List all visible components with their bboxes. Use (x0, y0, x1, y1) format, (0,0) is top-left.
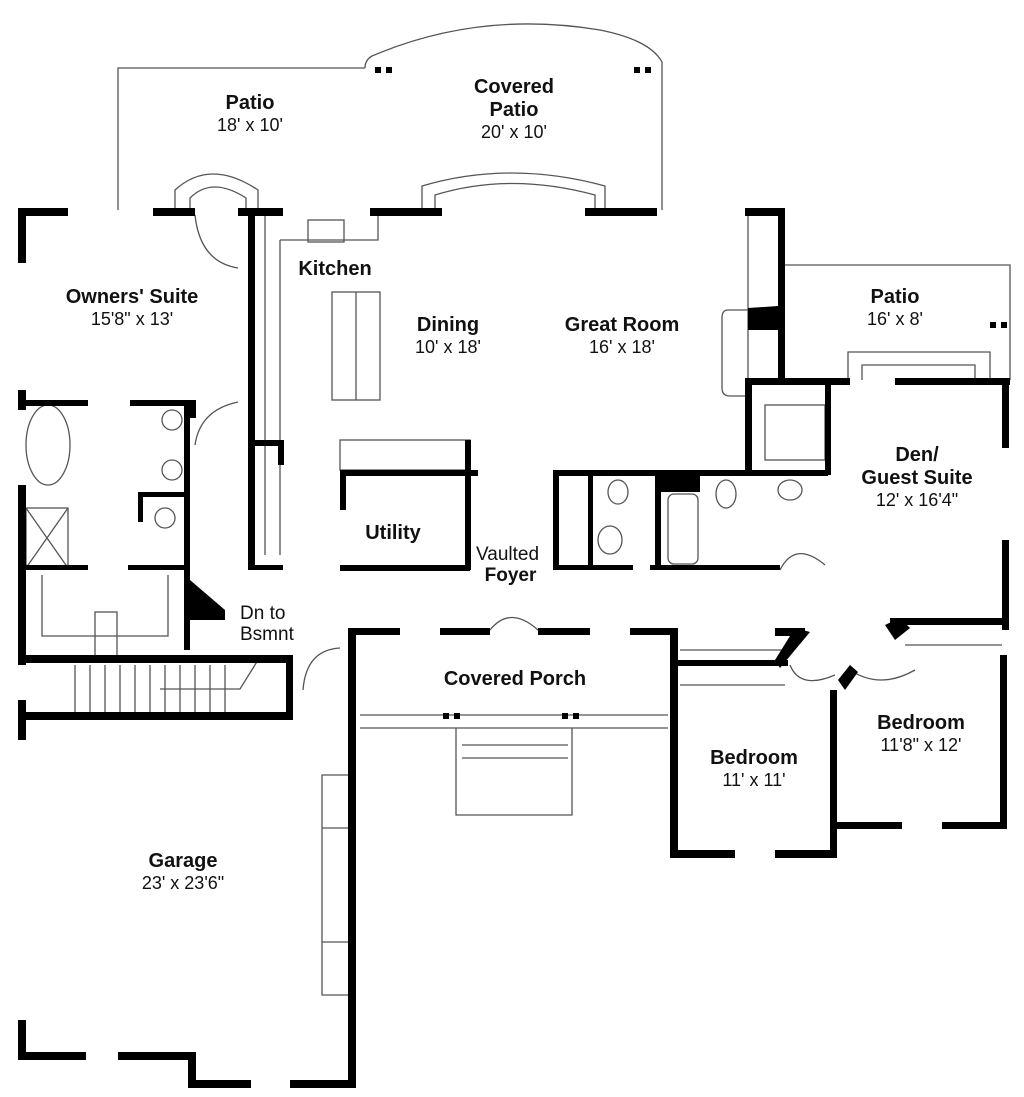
room-name: Covered Porch (443, 668, 587, 690)
room-name: Owners' Suite (65, 286, 199, 308)
room-name: Bedroom (877, 712, 965, 734)
room-name: Garage (148, 850, 218, 872)
room-bedroom-2: Bedroom 11'8" x 12' (877, 712, 965, 756)
room-garage: Garage 23' x 23'6" (142, 850, 224, 894)
room-dimensions: 16' x 8' (867, 309, 923, 329)
room-dimensions: 15'8" x 13' (90, 309, 174, 329)
room-name: Utility (365, 522, 421, 544)
room-bedroom-1: Bedroom 11' x 11' (710, 747, 798, 791)
room-name: Great Room (564, 314, 680, 336)
room-dimensions: 18' x 10' (217, 115, 283, 135)
room-covered-patio: Covered Patio 20' x 10' (474, 76, 554, 143)
room-name: Kitchen (298, 258, 372, 280)
columns (375, 67, 1007, 719)
room-dimensions: 12' x 16'4" (875, 490, 959, 510)
foyer-label: Vaulted Foyer (476, 544, 540, 587)
room-name: Patio (870, 286, 920, 308)
room-kitchen: Kitchen (298, 258, 371, 281)
room-name: Bedroom (710, 747, 798, 769)
stairs-line2: Bsmnt (240, 623, 294, 645)
outdoor-outlines (25, 23, 1011, 996)
room-dimensions: 23' x 23'6" (141, 873, 225, 893)
room-dimensions: 16' x 18' (589, 337, 655, 357)
room-great-room: Great Room 16' x 18' (565, 314, 679, 358)
room-dimensions: 10' x 18' (415, 337, 481, 357)
room-name: Guest Suite (861, 467, 973, 489)
room-name: Dining (416, 314, 480, 336)
room-owners-suite: Owners' Suite 15'8" x 13' (66, 286, 199, 330)
room-dimensions: 11' x 11' (722, 770, 786, 790)
room-patio-left: Patio 18' x 10' (217, 92, 283, 136)
room-dimensions: 20' x 10' (481, 122, 547, 142)
room-patio-right: Patio 16' x 8' (867, 286, 923, 330)
stairs-label: Dn to Bsmnt (240, 603, 294, 646)
room-name: Patio (225, 92, 275, 114)
foyer-line1: Vaulted (476, 544, 540, 565)
foyer-line2: Foyer (484, 564, 537, 586)
room-name: Den/ (895, 444, 939, 466)
room-covered-porch: Covered Porch (444, 668, 586, 691)
room-dimensions: 11'8" x 12' (880, 735, 962, 755)
stairs-line1: Dn to (240, 603, 286, 624)
room-dining: Dining 10' x 18' (415, 314, 481, 358)
room-den-guest-suite: Den/ Guest Suite 12' x 16'4" (861, 444, 972, 511)
room-name: Patio (489, 99, 539, 121)
room-utility: Utility (365, 522, 421, 545)
walls (18, 208, 1010, 1088)
room-name: Covered (473, 76, 555, 98)
